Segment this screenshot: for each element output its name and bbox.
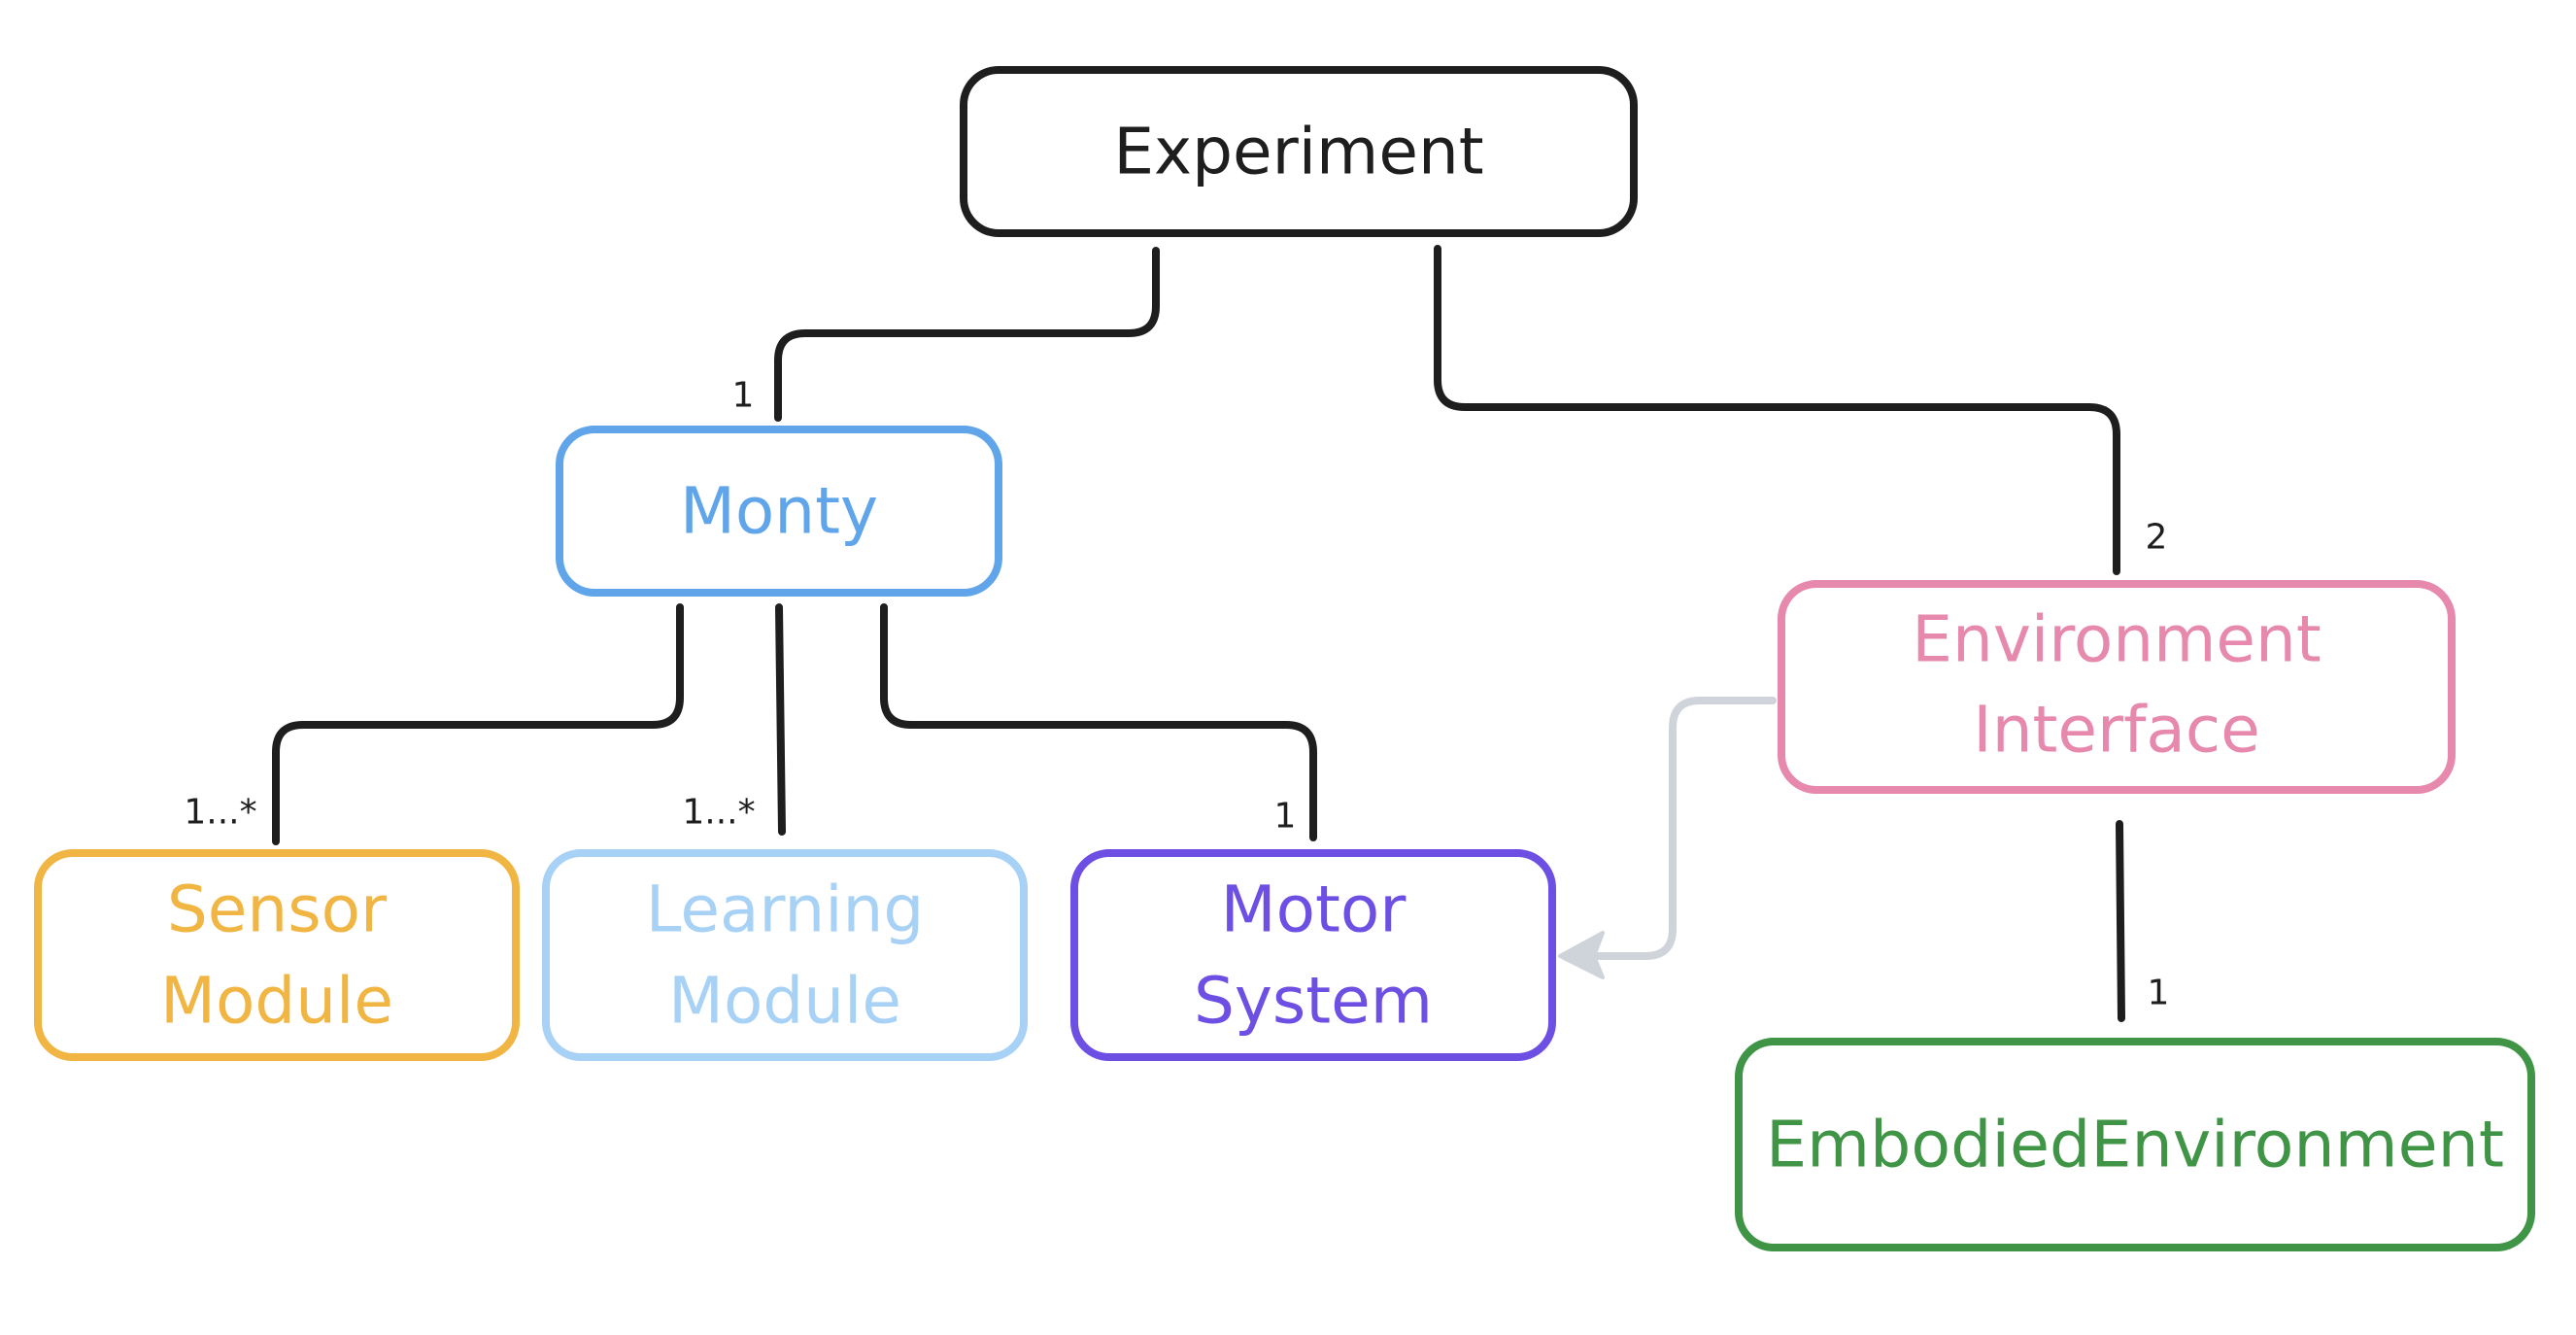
connector-monty-motor-system xyxy=(880,603,1317,841)
sensor-module-label-line1: Sensor xyxy=(167,873,388,947)
experiment-label: Experiment xyxy=(1113,115,1483,189)
environment-interface-node[interactable]: Environment Interface xyxy=(1778,580,2456,794)
learning-module-node[interactable]: Learning Module xyxy=(542,849,1028,1061)
multiplicity-embodied-environment: 1 xyxy=(2148,974,2170,1013)
environment-interface-label-line2: Interface xyxy=(1973,693,2260,768)
embodied-environment-box xyxy=(1735,1038,2535,1251)
motor-system-node[interactable]: Motor System xyxy=(1070,849,1556,1061)
arrow-environment-interface-to-motor-system xyxy=(1581,697,1777,960)
experiment-box xyxy=(960,66,1638,237)
learning-module-box xyxy=(542,849,1028,1061)
motor-system-box xyxy=(1070,849,1556,1061)
connector-monty-sensor-module xyxy=(272,603,684,845)
sensor-module-label-line2: Module xyxy=(160,964,393,1039)
embodied-environment-node[interactable]: EmbodiedEnvironment xyxy=(1735,1038,2535,1251)
learning-module-label-line2: Module xyxy=(668,964,901,1039)
monty-node[interactable]: Monty xyxy=(556,426,1002,597)
motor-system-label-line1: Motor xyxy=(1221,873,1407,947)
monty-box xyxy=(556,426,1002,597)
motor-system-label-line2: System xyxy=(1194,964,1433,1039)
connector-experiment-monty xyxy=(774,247,1160,422)
multiplicity-learning-module: 1...* xyxy=(682,793,755,833)
sensor-module-box xyxy=(34,849,520,1061)
sensor-module-node[interactable]: Sensor Module xyxy=(34,849,520,1061)
multiplicity-environment-interface: 2 xyxy=(2146,518,2168,558)
multiplicity-monty: 1 xyxy=(732,376,755,416)
embodied-environment-label: EmbodiedEnvironment xyxy=(1766,1108,2504,1182)
learning-module-label-line1: Learning xyxy=(646,873,925,947)
connector-experiment-environment-interface xyxy=(1434,245,2120,575)
environment-interface-box xyxy=(1778,580,2456,794)
monty-label: Monty xyxy=(680,474,878,549)
connector-environment-interface-embodied-environment xyxy=(2116,820,2125,1022)
experiment-node[interactable]: Experiment xyxy=(960,66,1638,237)
multiplicity-sensor-module: 1...* xyxy=(184,793,256,833)
arrow-head-icon xyxy=(1558,931,1605,979)
environment-interface-label-line1: Environment xyxy=(1912,602,2321,677)
multiplicity-motor-system: 1 xyxy=(1274,797,1297,837)
connector-monty-learning-module xyxy=(775,603,786,836)
